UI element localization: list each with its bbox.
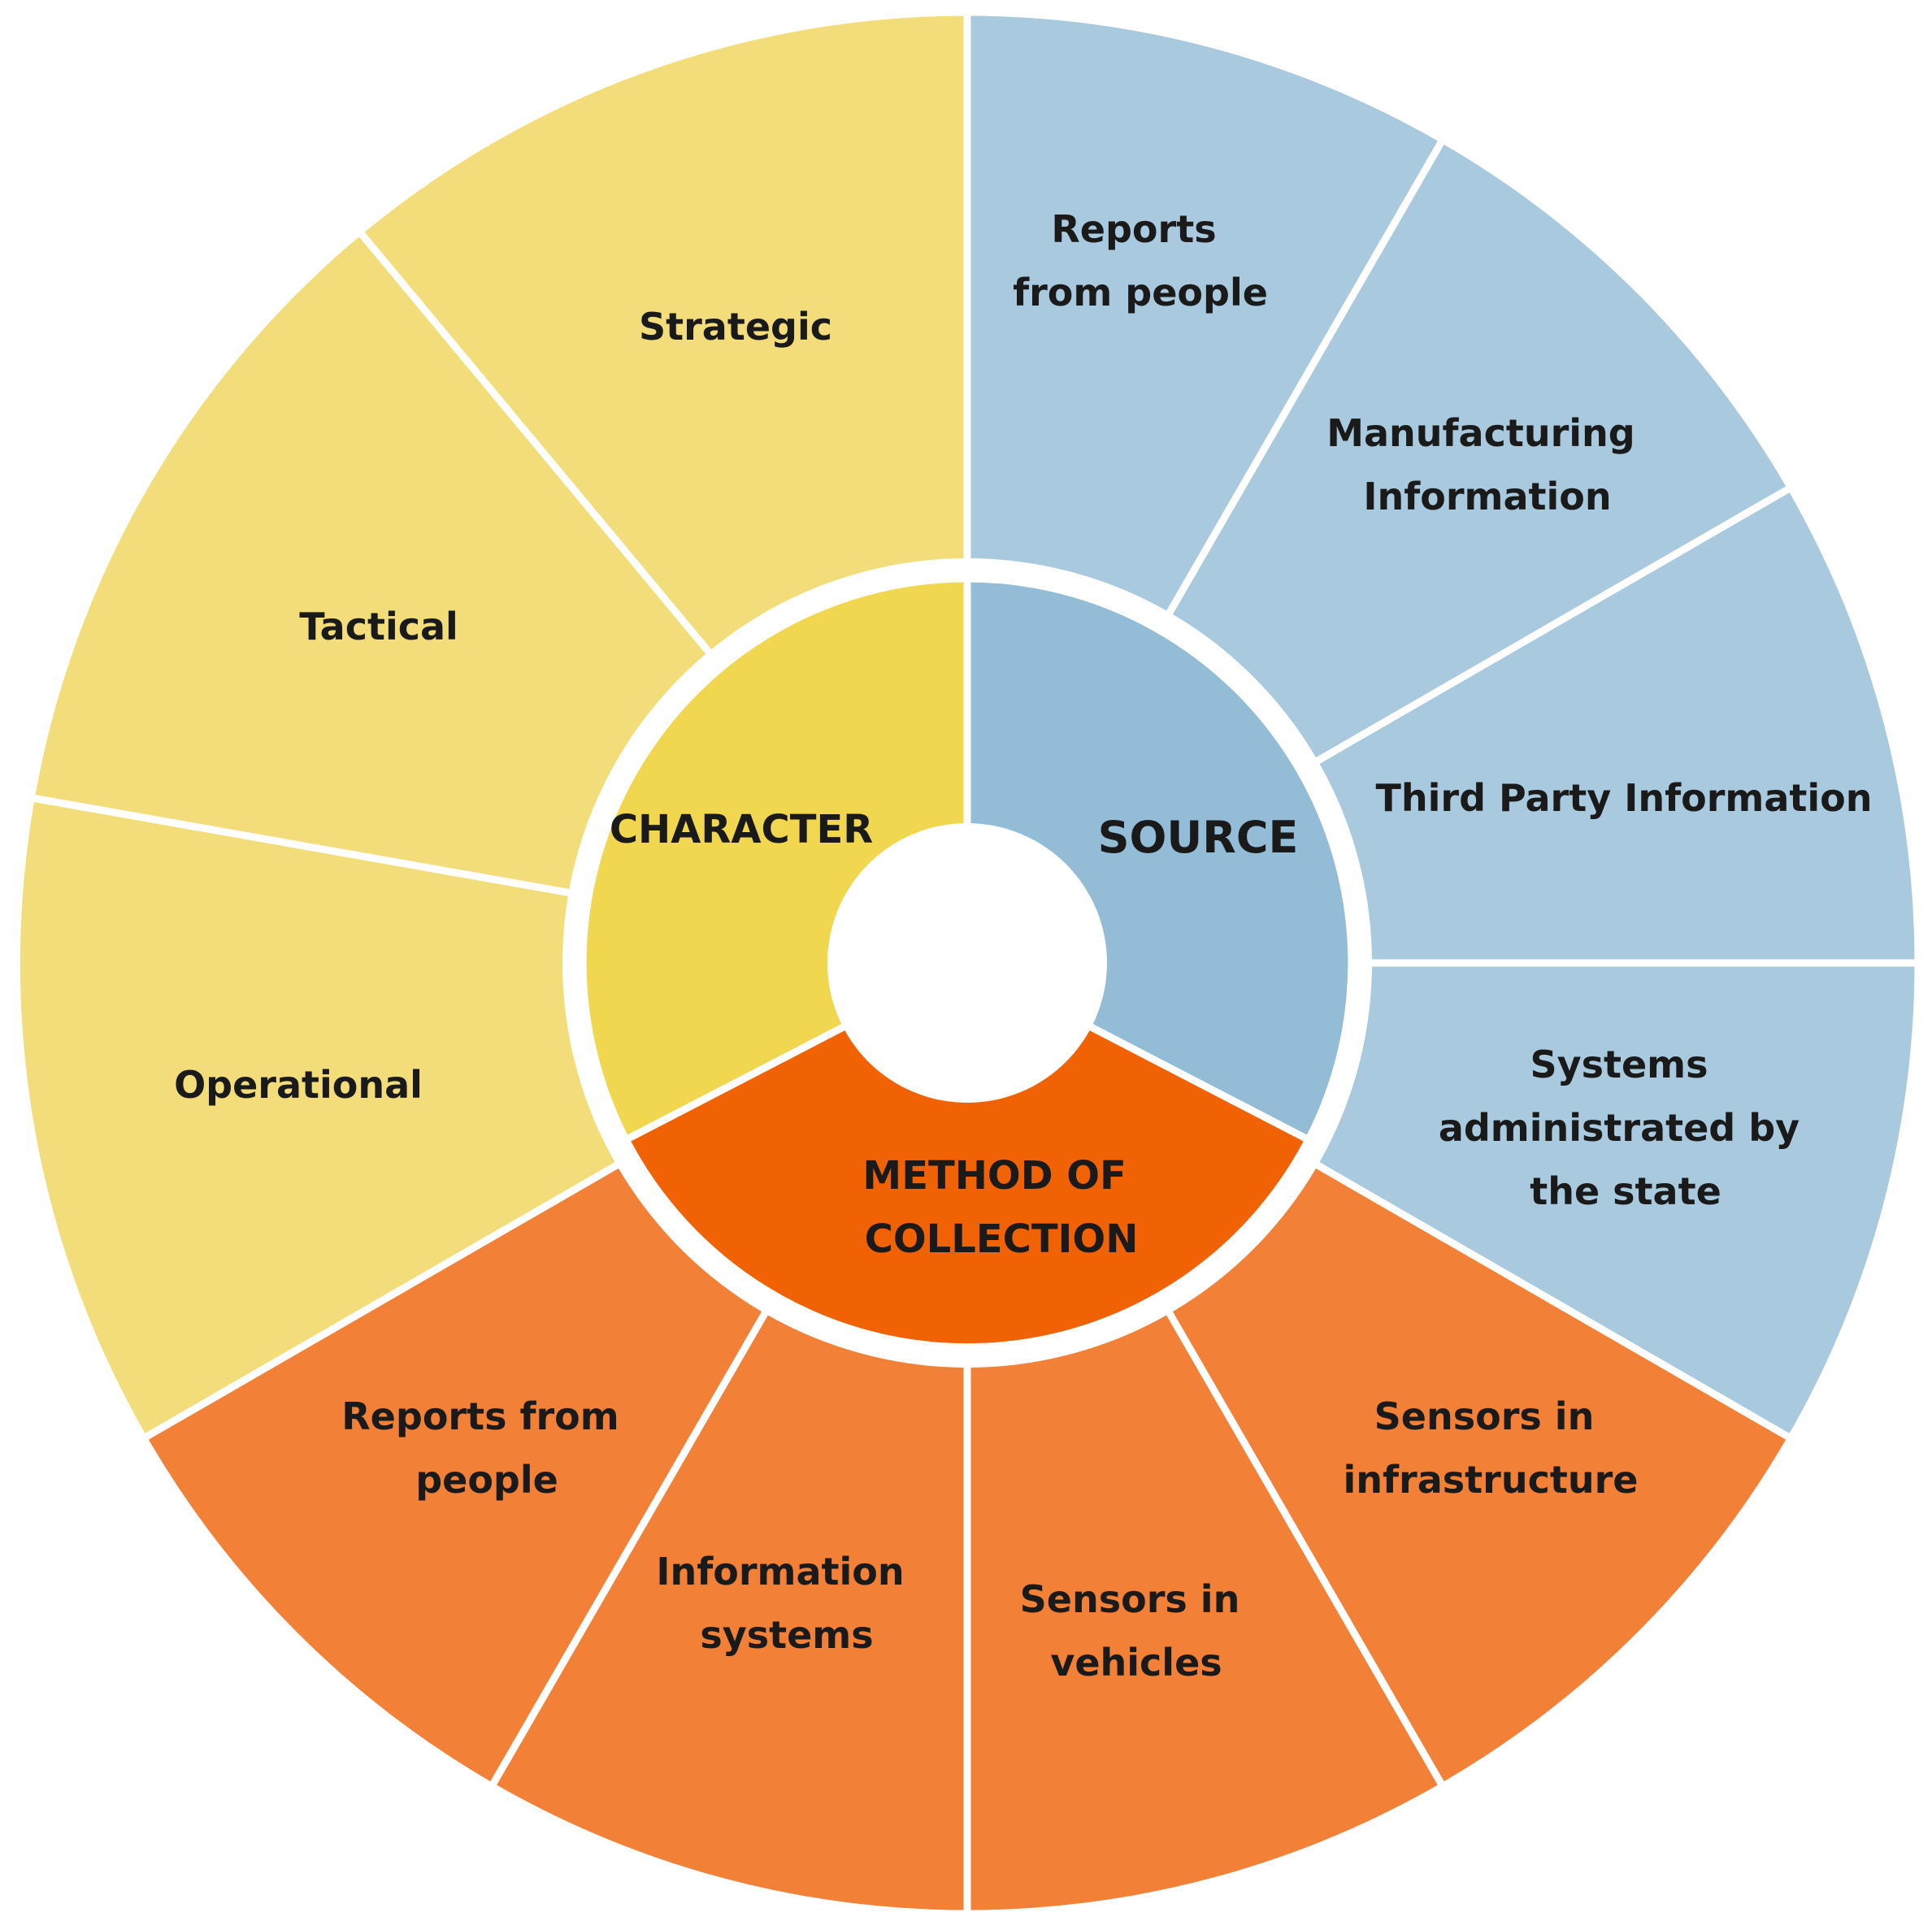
inner-method-of-collection [621,958,1313,1351]
label-tactical: Tactical [299,605,458,648]
label-strategic: Strategic [639,305,832,349]
label-source: SOURCE [1098,812,1299,863]
label-information-systems: Information systems [656,1550,917,1657]
label-manufacturing-information: Manufacturing Information [1326,411,1648,518]
label-sensors-in-vehicles: Sensors in vehicles [1020,1577,1253,1685]
center-hole [827,823,1107,1103]
label-reports-from-people-source: Reports from people [1013,207,1268,314]
outer-labels: Strategic Tactical Operational Reports f… [174,207,1872,1685]
label-method-of-collection: METHOD OF COLLECTION [862,1153,1140,1262]
label-systems-administrated-by-the-state: Systems administrated by the state [1439,1043,1813,1213]
label-character: CHARACTER [610,807,873,852]
category-labels: CHARACTER SOURCE METHOD OF COLLECTION [610,807,1299,1262]
label-reports-from-people-method: Reports from people [341,1394,632,1502]
label-operational: Operational [174,1063,423,1107]
label-sensors-in-infrastructure: Sensors in infrastructure [1344,1394,1639,1502]
label-third-party-information: Third Party Information [1376,776,1873,820]
